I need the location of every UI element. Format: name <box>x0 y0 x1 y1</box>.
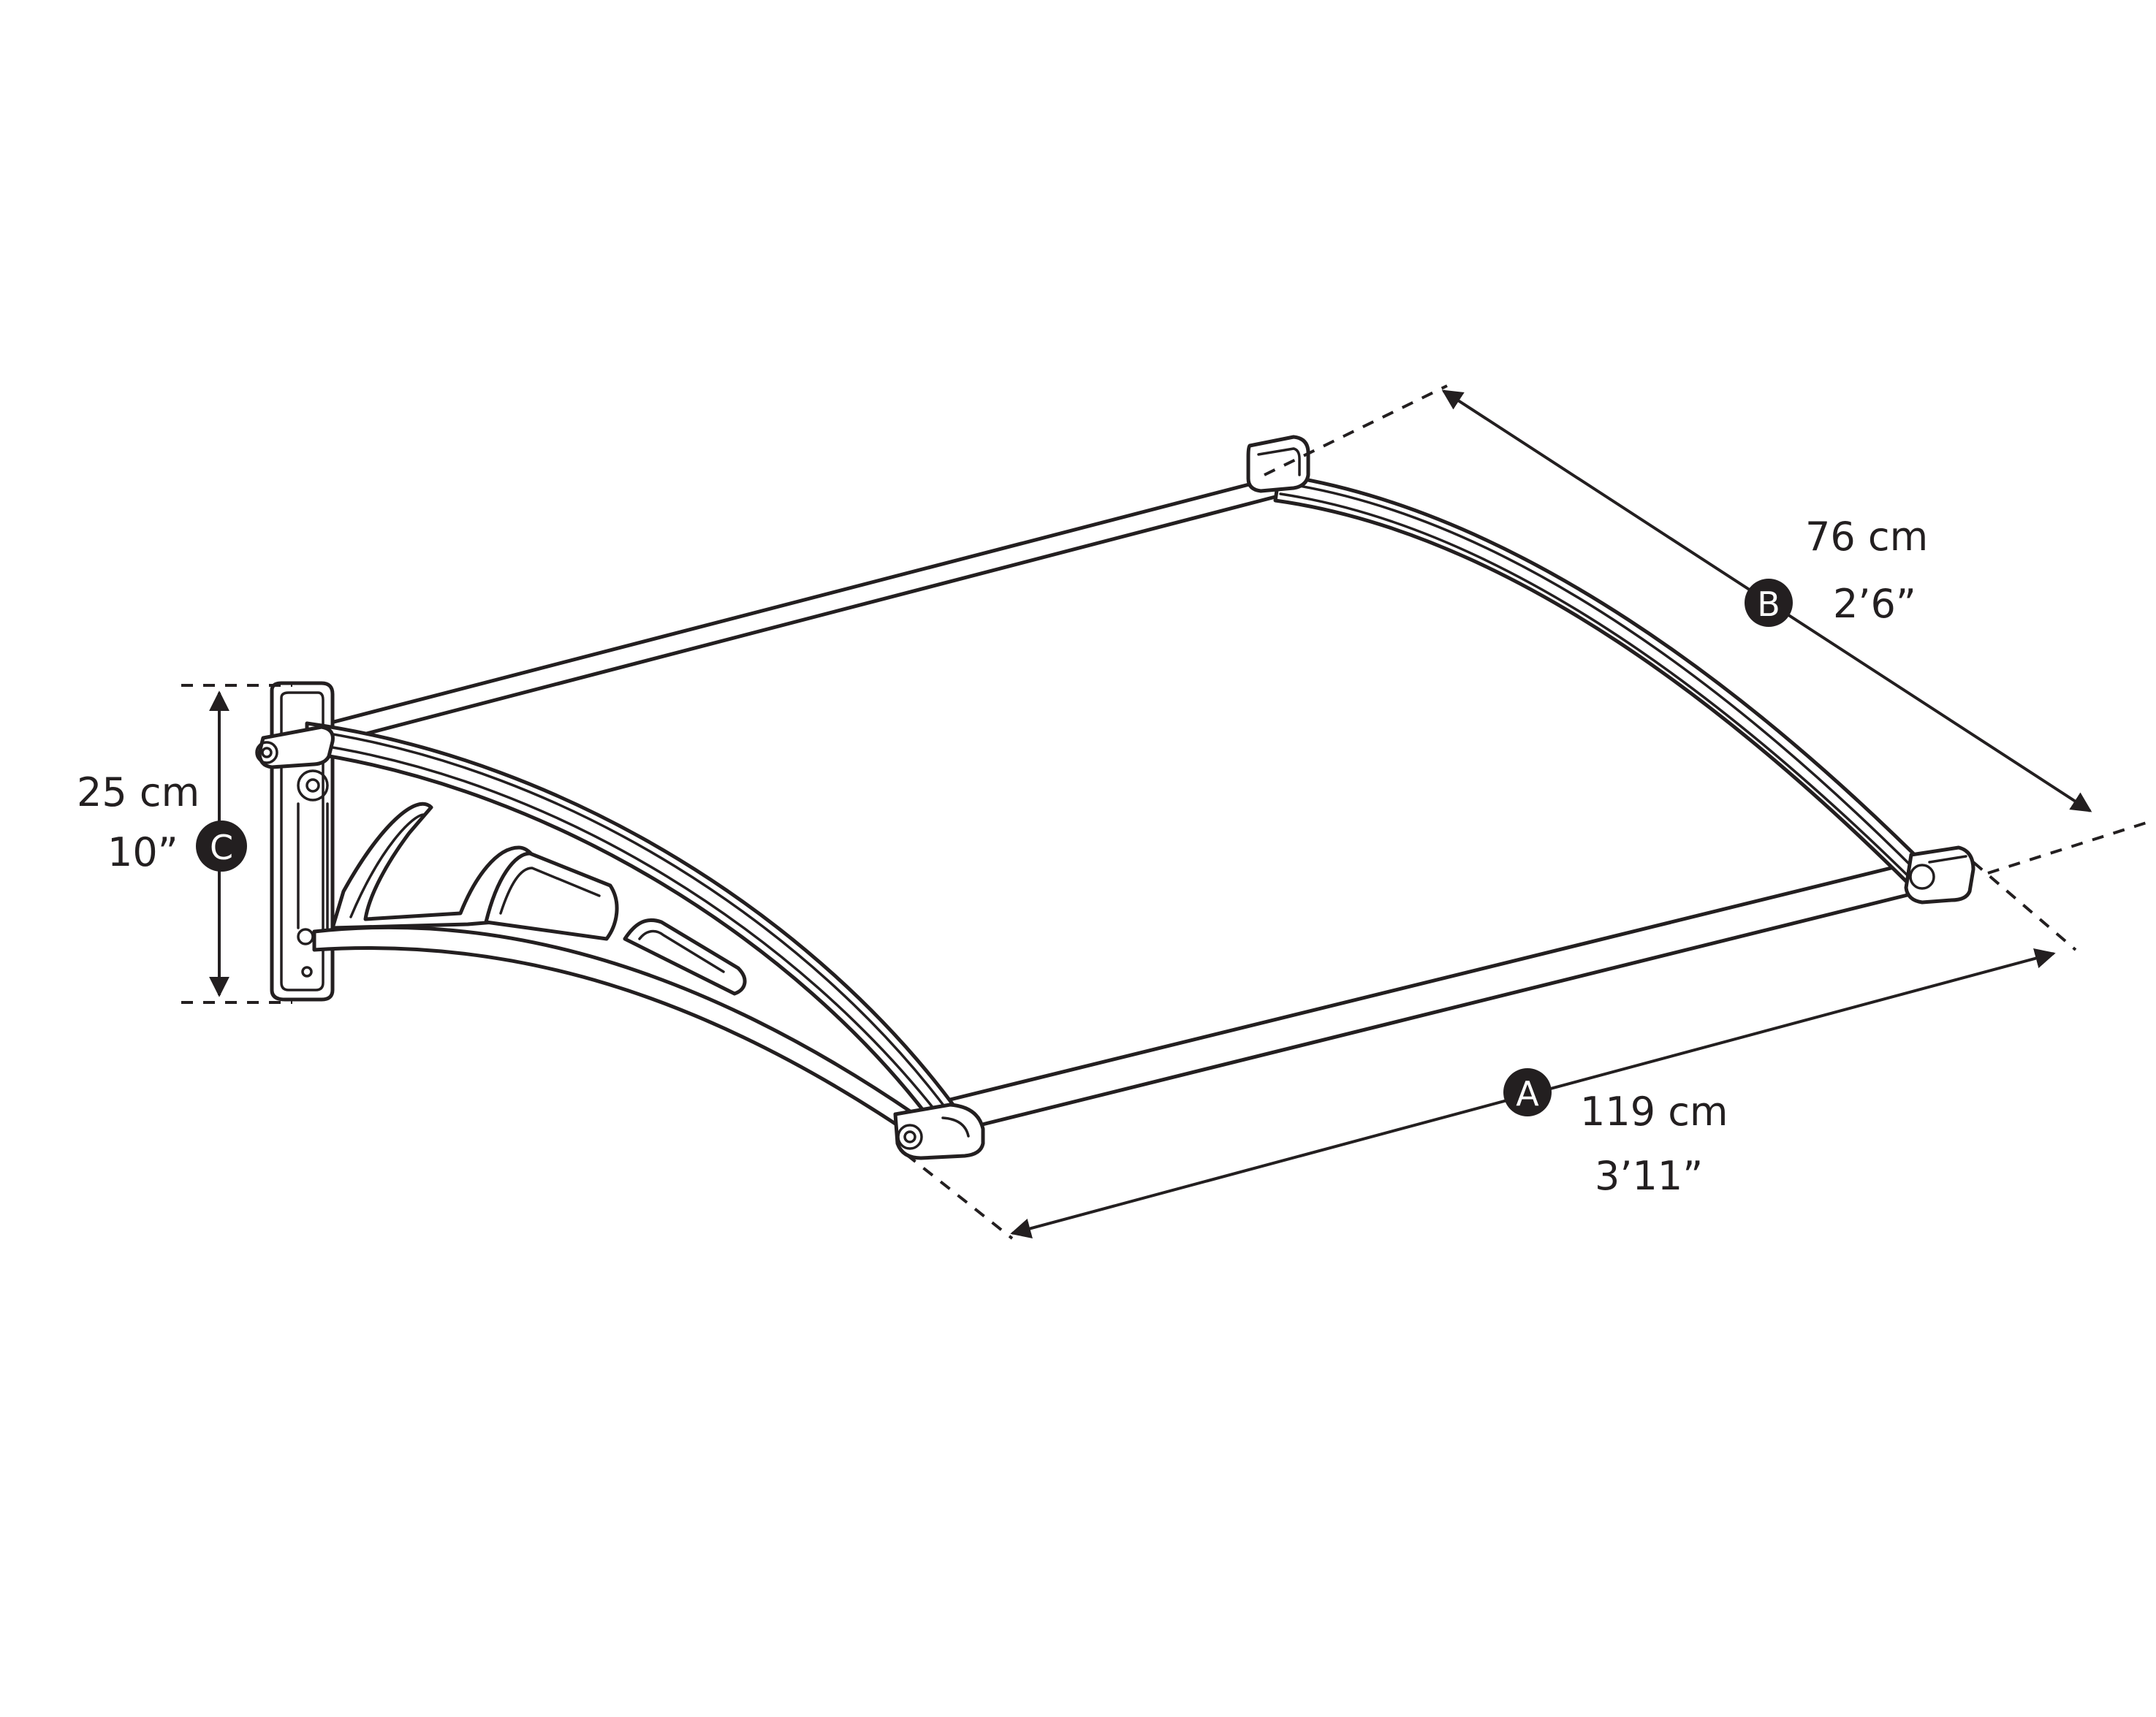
dimension-b-imperial: 2’6” <box>1833 581 1916 627</box>
bracket-front-right <box>1904 845 1975 905</box>
dimension-b: B 76 cm 2’6” <box>1264 384 2149 875</box>
front-rail <box>948 860 1924 1131</box>
back-rail <box>312 476 1278 747</box>
wall-bracket-top <box>1246 435 1310 493</box>
left-arm <box>305 721 960 1133</box>
dimension-c-imperial: 10” <box>107 829 178 875</box>
badge-a-icon <box>1503 1068 1552 1116</box>
badge-b-label: B <box>1757 585 1780 624</box>
badge-c-label: C <box>210 828 233 867</box>
canopy-drawing <box>255 435 1975 1160</box>
dimension-a: A 119 cm 3’11” <box>905 861 2077 1240</box>
badge-c-icon <box>196 821 247 872</box>
badge-b-icon <box>1745 579 1793 627</box>
dimension-c: C 25 cm 10” <box>77 684 292 1004</box>
dimension-a-imperial: 3’11” <box>1595 1153 1703 1199</box>
dimension-c-metric: 25 cm <box>77 769 200 815</box>
badge-a-label: A <box>1516 1074 1539 1113</box>
bracket-back-left <box>255 725 335 769</box>
dimension-a-metric: 119 cm <box>1580 1089 1728 1135</box>
bracket-front-left <box>893 1103 985 1160</box>
dimension-b-metric: 76 cm <box>1805 514 1928 560</box>
